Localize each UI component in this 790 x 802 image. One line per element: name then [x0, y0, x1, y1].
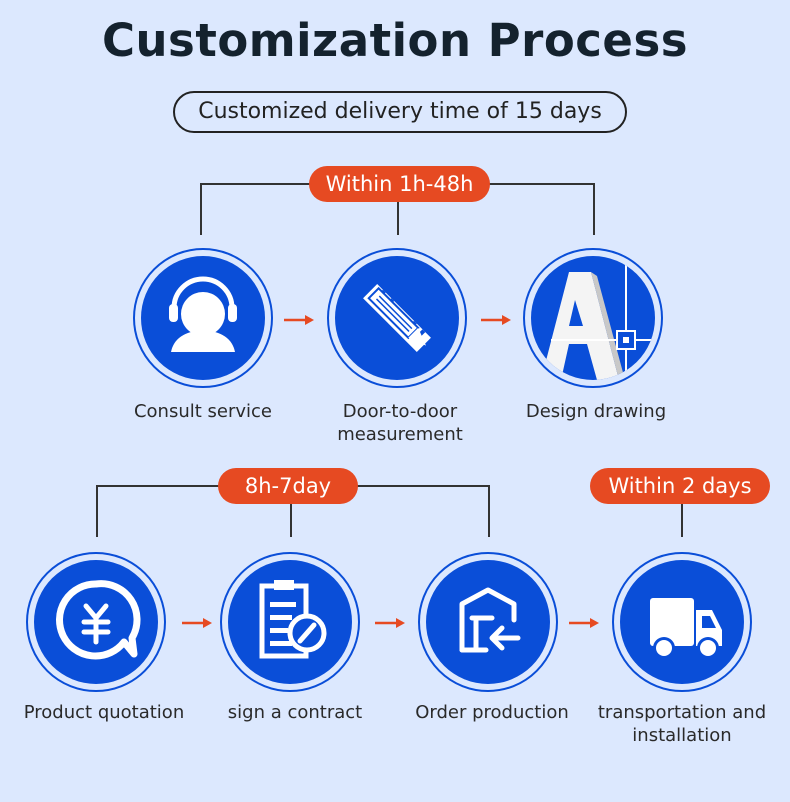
step-label: Design drawing [525, 401, 667, 422]
step-transportation-installation [612, 552, 752, 692]
step-sign-a-contract [220, 552, 360, 692]
connector-line [200, 183, 202, 235]
step-door-to-door-measurement [327, 248, 467, 388]
arrow-right-icon [375, 618, 405, 628]
timeframe-badge: Within 2 days [590, 468, 770, 504]
arrow-right-icon [569, 618, 599, 628]
step-consult-service [133, 248, 273, 388]
connector-line [290, 485, 292, 537]
arrow-right-icon [481, 315, 511, 325]
truck-icon [650, 598, 722, 659]
cad-letter-a-icon [541, 256, 655, 380]
step-design-drawing [523, 248, 663, 388]
warehouse-inbound-icon [459, 587, 521, 653]
connector-line [96, 485, 98, 537]
headset-user-icon [169, 276, 237, 352]
yen-chat-bubble-icon [56, 580, 141, 660]
connector-line [681, 500, 683, 537]
step-label: Door-to-door measurement [337, 401, 463, 445]
ruler-pencil-icon [363, 284, 431, 352]
clipboard-pen-icon [259, 580, 327, 659]
connector-line [397, 183, 399, 235]
step-order-production [418, 552, 558, 692]
step-label: sign a contract [227, 702, 363, 723]
connector-line [593, 183, 595, 235]
delivery-time-pill: Customized delivery time of 15 days [173, 91, 627, 133]
connector-line [488, 485, 490, 537]
page-title: Customization Process [101, 14, 689, 67]
arrow-right-icon [182, 618, 212, 628]
step-label: Product quotation [23, 702, 185, 723]
step-label: transportation and installation [597, 702, 767, 746]
step-label: Consult service [133, 401, 273, 422]
step-product-quotation [26, 552, 166, 692]
timeframe-badge: Within 1h-48h [309, 166, 490, 202]
timeframe-badge: 8h-7day [218, 468, 358, 504]
step-label: Order production [415, 702, 569, 723]
arrow-right-icon [284, 315, 314, 325]
